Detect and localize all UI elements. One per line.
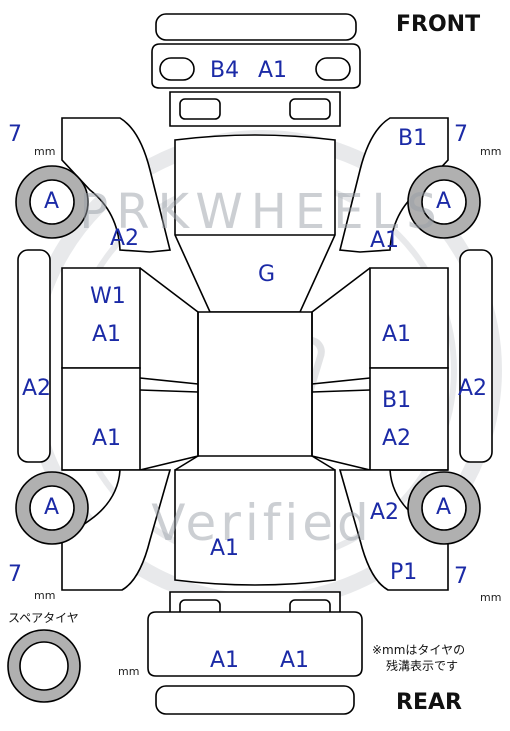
tire-front-left (15, 165, 89, 239)
mm-rear-right: mm (480, 591, 502, 604)
spare-tire-label: スペアタイヤ (8, 611, 79, 625)
right-side-sill (459, 249, 493, 463)
panel-front-bumper-1: B4 (210, 58, 240, 83)
panel-rear-bumper-2: A1 (280, 648, 310, 673)
hood (174, 134, 336, 313)
tread-rear-left: 7 (8, 562, 22, 587)
panel-right-front-door: A1 (382, 322, 412, 347)
tire-grade-front-left: A (44, 189, 60, 214)
tread-rear-right: 7 (454, 564, 468, 589)
panel-right-fender: B1 (398, 126, 428, 151)
rear-label: REAR (396, 690, 462, 715)
mm-rear-left: mm (34, 589, 56, 602)
right-rear-quarter (338, 469, 449, 591)
panel-right-fender-lower: A1 (370, 228, 400, 253)
tire-front-right (407, 165, 481, 239)
panel-right-rear-door-1: B1 (382, 388, 412, 413)
mm-front-left: mm (34, 145, 56, 158)
tires (7, 165, 481, 703)
panel-left-fender-lower: A2 (110, 226, 140, 251)
panel-left-front-door-1: W1 (90, 284, 126, 309)
note-line-1: ※mmはタイヤの (372, 643, 466, 657)
spare-tire-icon (7, 629, 81, 703)
mm-front-right: mm (480, 145, 502, 158)
rear-valance (155, 685, 355, 715)
headlight-right (315, 57, 351, 81)
tire-rear-left (15, 471, 89, 545)
grille (155, 13, 357, 41)
front-label: FRONT (396, 12, 481, 37)
front-bumper (151, 43, 361, 89)
panel-front-bumper-2: A1 (258, 58, 288, 83)
tread-front-left: 7 (8, 122, 22, 147)
windshield (139, 267, 199, 471)
right-front-door (369, 267, 449, 369)
rear-bumper (147, 611, 363, 677)
tire-grade-rear-right: A (436, 495, 452, 520)
left-rear-door (61, 367, 141, 471)
roof (197, 311, 313, 457)
vehicle-outline (17, 13, 493, 715)
headlight-left (159, 57, 195, 81)
left-front-door (61, 267, 141, 369)
panel-left-front-door-2: A1 (92, 322, 122, 347)
right-rear-door (369, 367, 449, 471)
panel-rear-bumper-1: A1 (210, 648, 240, 673)
left-side-sill (17, 249, 51, 463)
tire-grade-rear-left: A (44, 495, 60, 520)
mm-spare: mm (118, 665, 140, 678)
panel-right-quarter: A2 (370, 500, 400, 525)
watermark-top-text: PRKWHEELS (79, 184, 444, 240)
trunk (174, 469, 336, 586)
panel-right-rear-door-2: A2 (382, 426, 412, 451)
tire-grade-front-right: A (436, 189, 452, 214)
panel-right-side-sill: A2 (458, 376, 488, 401)
left-rear-quarter (61, 469, 172, 591)
panel-left-rear-door: A1 (92, 426, 122, 451)
panel-trunk: A1 (210, 536, 240, 561)
panel-right-rear-corner: P1 (390, 560, 418, 585)
note-line-2: 残溝表示です (386, 659, 459, 673)
left-front-fender (61, 117, 172, 253)
tire-rear-right (407, 471, 481, 545)
panel-hood: G (258, 262, 276, 287)
tread-front-right: 7 (454, 122, 468, 147)
panel-left-side-sill: A2 (22, 376, 52, 401)
watermark-bottom-text: Verified (151, 494, 373, 552)
